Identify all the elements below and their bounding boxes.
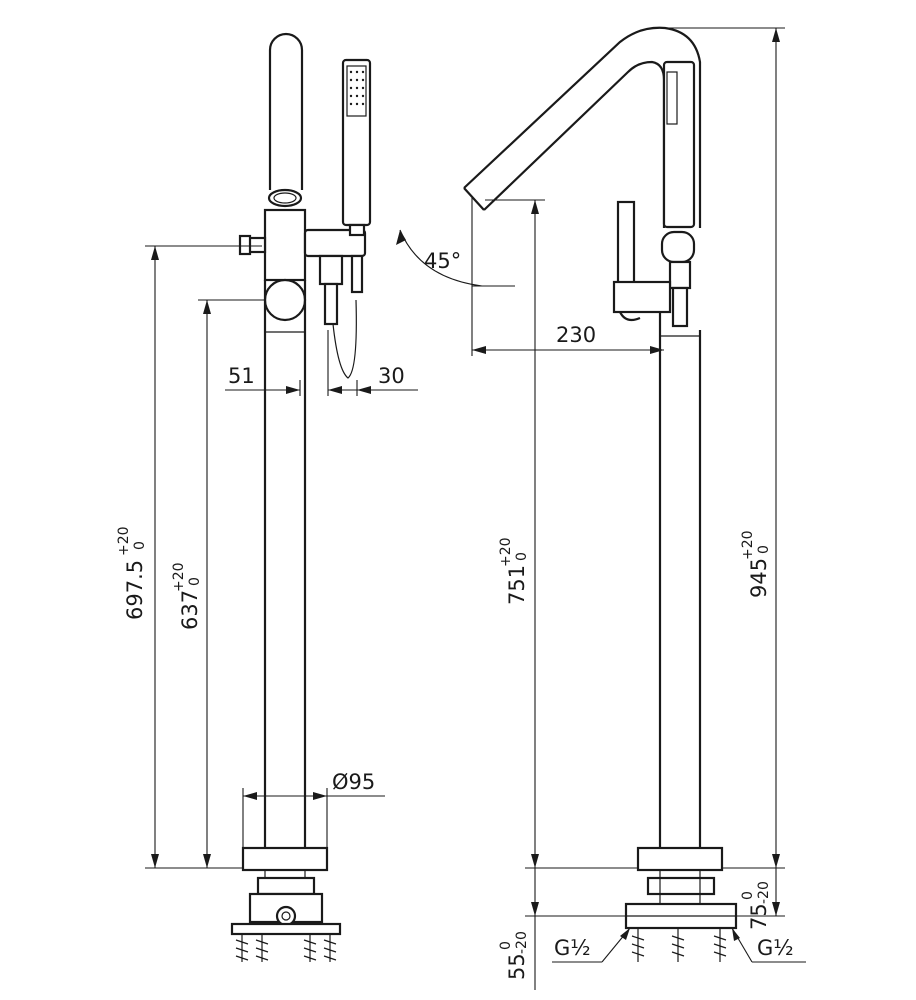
dim-945-label: 945: [747, 558, 771, 598]
front-bracket-foot: [230, 922, 342, 936]
front-base-plate: [241, 846, 329, 872]
dim-75-label: 75: [747, 903, 771, 930]
front-bracket-top: [256, 876, 316, 896]
dim-45-label: 45°: [424, 249, 461, 273]
side-base-plate: [636, 846, 724, 872]
front-hose: [332, 299, 357, 379]
side-lever: [616, 200, 636, 286]
front-view: [230, 32, 372, 962]
dim-75-tol-upper: 0: [740, 891, 756, 900]
side-anchor-bolts: [631, 928, 727, 962]
dim-697-tol-lower: 0: [132, 541, 148, 550]
dim-55-tol-lower: -20: [514, 931, 530, 954]
thread-left-label: G½: [554, 936, 591, 960]
dim-230-label: 230: [556, 323, 596, 347]
side-spout-outer: [463, 26, 702, 228]
dim-637-tol-lower: 0: [187, 577, 203, 586]
dim-637-label: 637: [178, 590, 202, 630]
front-handle-top: [268, 32, 304, 190]
front-handshower-nozzles: [349, 70, 365, 106]
front-valve-circle: [263, 278, 307, 322]
dim-945-tol-lower: 0: [756, 545, 772, 554]
dim-55-tol-upper: 0: [498, 941, 514, 950]
dim-945-tol-upper: +20: [740, 530, 756, 560]
front-body-block: [263, 208, 307, 282]
dim-751-label: 751: [505, 565, 529, 605]
dim-637-tol-upper: +20: [171, 562, 187, 592]
dim-697-label: 697.5: [123, 560, 147, 620]
dim-51-label: 51: [228, 364, 255, 388]
dim-30-label: 30: [378, 364, 405, 388]
side-view: [463, 26, 738, 962]
side-handshower: [662, 60, 696, 229]
dim-751-tol-upper: +20: [498, 537, 514, 567]
dim-75-tol-lower: -20: [756, 881, 772, 904]
side-body: [612, 280, 672, 314]
side-view-dimensions: 45° 230 751 +20 0 945 +20 0: [396, 27, 806, 990]
side-bracket-top: [646, 876, 716, 896]
thread-right-label: G½: [757, 936, 794, 960]
dim-55-label: 55: [505, 953, 529, 980]
dim-697-tol-upper: +20: [116, 526, 132, 556]
dim-95-label: Ø95: [332, 770, 375, 794]
dim-751-tol-lower: 0: [514, 552, 530, 561]
front-anchor-bolts: [235, 934, 337, 962]
front-view-dimensions: 697.5 +20 0 637 +20 0 51 30 Ø95: [116, 245, 418, 869]
front-handle-ring: [267, 188, 303, 208]
